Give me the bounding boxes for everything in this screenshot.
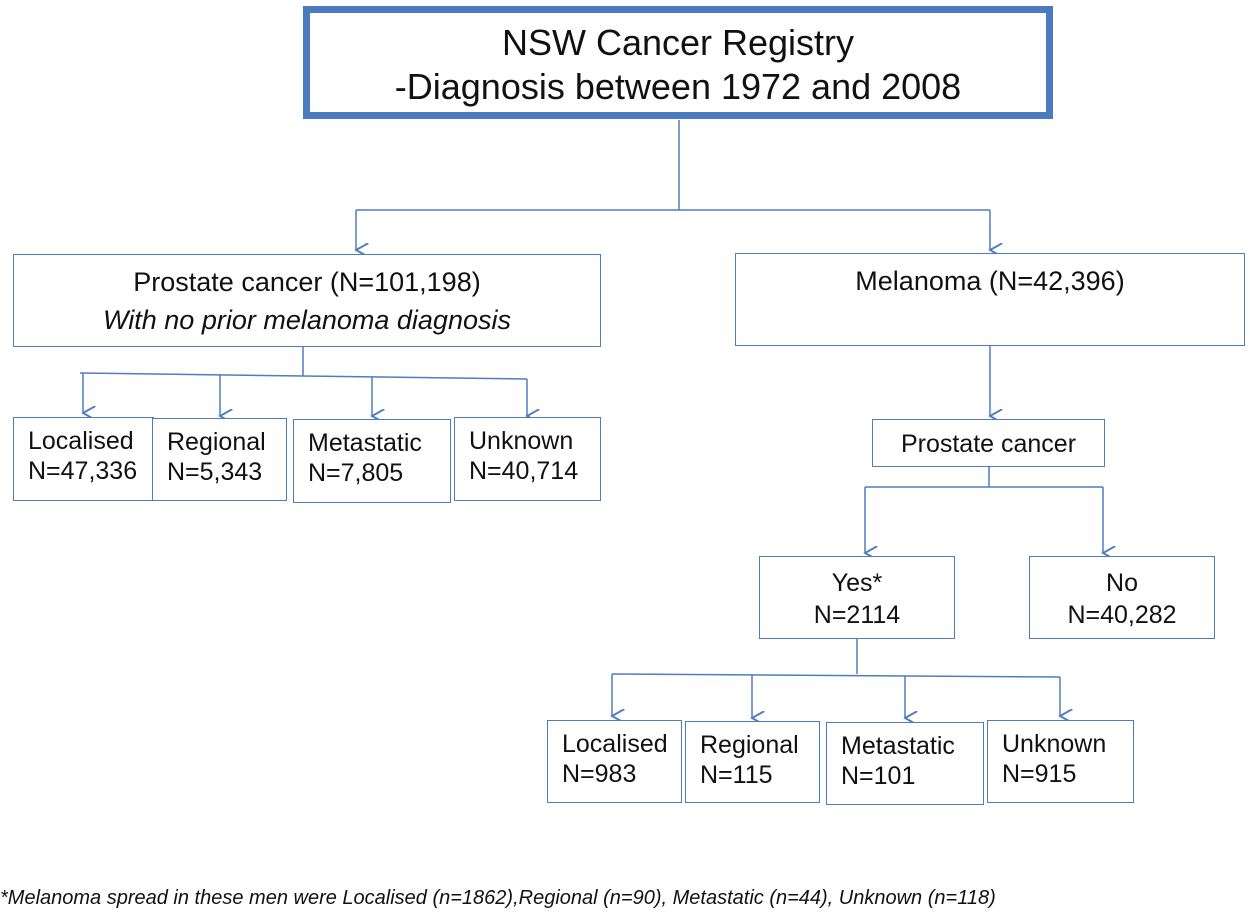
no-label: No <box>1106 569 1138 597</box>
stage-count: N=915 <box>1002 760 1077 788</box>
stage-count: N=7,805 <box>308 459 404 487</box>
melanoma-stage-regional: Regional N=115 <box>685 721 820 803</box>
yes-count: N=2114 <box>813 601 901 629</box>
stage-count: N=983 <box>562 760 637 788</box>
yes-box: Yes* N=2114 <box>759 556 955 639</box>
melanoma-stage-unknown: Unknown N=915 <box>987 720 1134 803</box>
stage-label: Unknown <box>469 427 574 455</box>
stage-count: N=47,336 <box>28 457 138 485</box>
stage-label: Localised <box>28 427 134 455</box>
footnote: *Melanoma spread in these men were Local… <box>0 887 996 909</box>
prostate-stage-localised: Localised N=47,336 <box>13 417 154 501</box>
stage-label: Metastatic <box>308 429 422 457</box>
no-count: N=40,282 <box>1067 601 1177 629</box>
no-box: No N=40,282 <box>1029 556 1215 639</box>
melanoma-stage-localised: Localised N=983 <box>547 720 682 803</box>
melanoma-prostate-box: Prostate cancer <box>872 419 1105 467</box>
stage-count: N=101 <box>841 762 916 790</box>
prostate-stage-metastatic: Metastatic N=7,805 <box>293 419 451 503</box>
prostate-split-bar <box>79 372 528 380</box>
prostate-subtitle: With no prior melanoma diagnosis <box>103 305 511 335</box>
stage-label: Localised <box>562 730 668 758</box>
melanoma-stage-metastatic: Metastatic N=101 <box>826 722 984 805</box>
registry-box: NSW Cancer Registry -Diagnosis between 1… <box>303 6 1053 119</box>
stage-count: N=115 <box>700 761 773 789</box>
stage-label: Metastatic <box>841 732 955 760</box>
yes-label: Yes* <box>831 569 883 597</box>
prostate-stage-regional: Regional N=5,343 <box>152 418 287 501</box>
stage-label: Regional <box>167 428 266 456</box>
melanoma-title: Melanoma (N=42,396) <box>855 266 1125 296</box>
melanoma-prostate-label: Prostate cancer <box>900 430 1077 458</box>
registry-subtitle: -Diagnosis between 1972 and 2008 <box>394 66 962 107</box>
stage-label: Regional <box>700 731 799 759</box>
prostate-box: Prostate cancer (N=101,198) With no prio… <box>13 254 601 347</box>
melanoma-box: Melanoma (N=42,396) <box>735 253 1245 346</box>
stage-count: N=40,714 <box>469 457 579 485</box>
yes-split-bar <box>611 673 1061 678</box>
prostate-title: Prostate cancer (N=101,198) <box>133 267 481 297</box>
registry-title: NSW Cancer Registry <box>501 22 855 63</box>
stage-label: Unknown <box>1002 730 1107 758</box>
stage-count: N=5,343 <box>167 458 263 486</box>
prostate-stage-unknown: Unknown N=40,714 <box>454 417 601 501</box>
